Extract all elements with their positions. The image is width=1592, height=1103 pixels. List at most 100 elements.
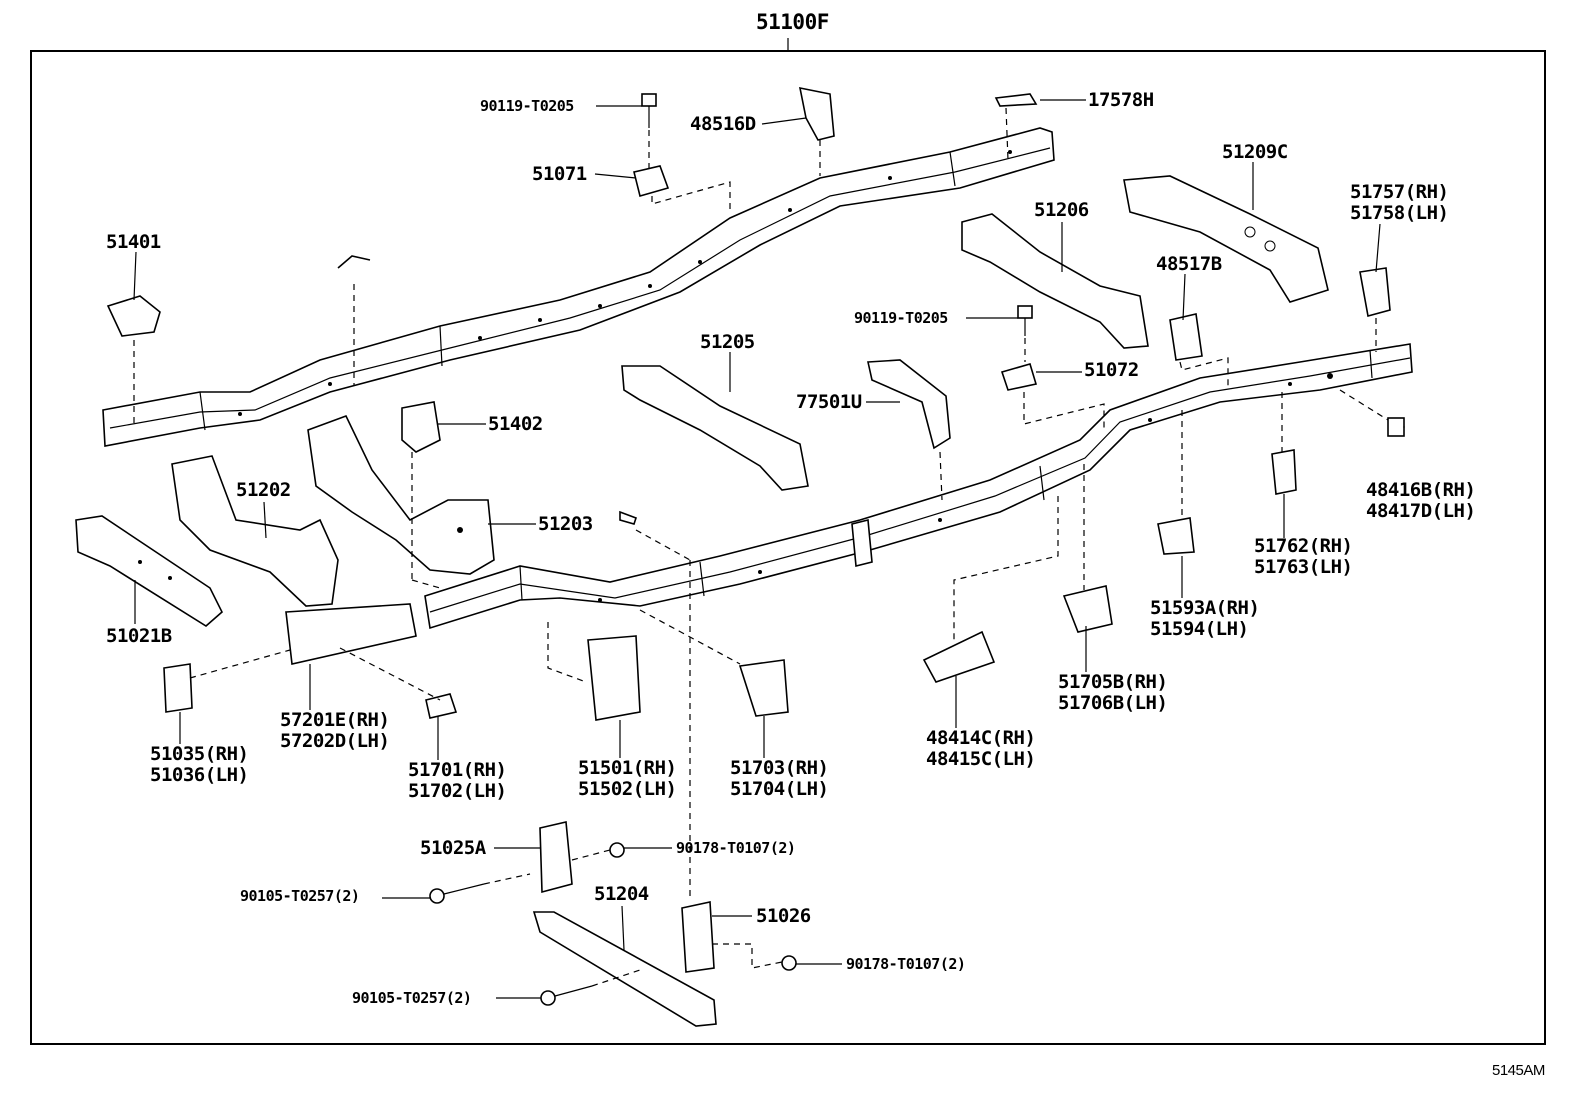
label-51202: 51202 <box>236 479 291 501</box>
label-48416b-48417d: 48416B(RH) 48417D(LH) <box>1366 479 1476 522</box>
label-51501: 51501(RH) <box>578 757 677 779</box>
label-48417d: 48417D(LH) <box>1366 500 1476 522</box>
label-51763: 51763(LH) <box>1254 556 1353 578</box>
bracket-51025a <box>539 821 573 894</box>
label-51701: 51701(RH) <box>408 759 507 781</box>
bracket-51757 <box>1359 267 1391 318</box>
plate-51035 <box>163 663 193 713</box>
label-51036: 51036(LH) <box>150 764 249 786</box>
bracket-48516d <box>798 86 835 141</box>
label-51204: 51204 <box>594 883 649 905</box>
label-51502: 51502(LH) <box>578 778 677 800</box>
label-51402: 51402 <box>488 413 543 435</box>
hook-part <box>337 255 371 269</box>
label-48516d: 48516D <box>690 113 756 135</box>
label-57201e: 57201E(RH) <box>280 709 390 731</box>
label-51705b-51706b: 51705B(RH) 51706B(LH) <box>1058 671 1168 714</box>
crossmember-51209c <box>1123 175 1329 303</box>
crossmember-51202 <box>171 455 339 607</box>
label-51703: 51703(RH) <box>730 757 829 779</box>
label-51757-51758: 51757(RH) 51758(LH) <box>1350 181 1449 224</box>
bolt-90119-mid <box>1017 305 1033 336</box>
label-51035: 51035(RH) <box>150 743 249 765</box>
left-frame-rail <box>102 127 1055 447</box>
label-48414c: 48414C(RH) <box>926 727 1036 749</box>
pin-part <box>619 510 638 525</box>
crossmember-51204 <box>532 911 717 1027</box>
label-51758: 51758(LH) <box>1350 202 1449 224</box>
label-51026: 51026 <box>756 905 811 927</box>
bracket-77501u <box>867 359 951 450</box>
crossmember-51206 <box>961 213 1149 349</box>
label-51704: 51704(LH) <box>730 778 829 800</box>
label-51703-51704: 51703(RH) 51704(LH) <box>730 757 829 800</box>
label-90119-t0205-mid: 90119-T0205 <box>854 309 948 327</box>
label-57202d: 57202D(LH) <box>280 730 390 752</box>
leader-lines <box>133 99 1405 999</box>
alignment-lines <box>133 107 1389 987</box>
plate-17578h <box>994 93 1038 107</box>
label-51071: 51071 <box>532 163 587 185</box>
label-51205: 51205 <box>700 331 755 353</box>
bracket-51762 <box>1271 449 1297 495</box>
label-90105-t0257-b: 90105-T0257(2) <box>352 989 472 1007</box>
label-51705b: 51705B(RH) <box>1058 671 1168 693</box>
bolt-90105-a <box>429 883 485 904</box>
bracket-51026 <box>681 901 715 973</box>
label-51594: 51594(LH) <box>1150 618 1249 640</box>
label-51401: 51401 <box>106 231 161 253</box>
label-90178-t0107-a: 90178-T0107(2) <box>676 839 796 857</box>
label-51025a: 51025A <box>420 837 486 859</box>
right-frame-rail <box>424 343 1413 630</box>
label-17578h: 17578H <box>1088 89 1154 111</box>
label-77501u: 77501U <box>796 391 862 413</box>
bracket-51705b <box>1062 585 1113 633</box>
crossmember-51205 <box>621 365 809 491</box>
nut-90178-a <box>609 842 625 858</box>
nut-90178-b <box>781 955 797 971</box>
bolt-90119-top <box>641 93 657 128</box>
diagram-code: 5145AM <box>1492 1062 1545 1079</box>
crossmember-51203 <box>307 414 495 575</box>
bracket-51703 <box>738 659 789 717</box>
label-48517b: 48517B <box>1156 253 1222 275</box>
label-51035-51036: 51035(RH) 51036(LH) <box>150 743 249 786</box>
bracket-48517b <box>1169 313 1203 361</box>
label-51762: 51762(RH) <box>1254 535 1353 557</box>
label-90119-t0205-top: 90119-T0205 <box>480 97 574 115</box>
label-90178-t0107-b: 90178-T0107(2) <box>846 955 966 973</box>
label-51762-51763: 51762(RH) 51763(LH) <box>1254 535 1353 578</box>
label-48414c-48415c: 48414C(RH) 48415C(LH) <box>926 727 1036 770</box>
label-51706b: 51706B(LH) <box>1058 692 1168 714</box>
label-51206: 51206 <box>1034 199 1089 221</box>
reinforcement-57201e <box>285 603 417 665</box>
label-90105-t0257-a: 90105-T0257(2) <box>240 887 360 905</box>
label-51072: 51072 <box>1084 359 1139 381</box>
label-51593a: 51593A(RH) <box>1150 597 1260 619</box>
bushing-48416b <box>1387 417 1405 437</box>
mount-51072 <box>1000 363 1038 391</box>
label-57201e-57202d: 57201E(RH) 57202D(LH) <box>280 709 390 752</box>
label-51593a-51594: 51593A(RH) 51594(LH) <box>1150 597 1260 640</box>
label-51501-51502: 51501(RH) 51502(LH) <box>578 757 677 800</box>
label-51021b: 51021B <box>106 625 172 647</box>
crossmember-51021b <box>75 515 223 627</box>
bracket-51501 <box>587 635 641 721</box>
mount-51071 <box>633 165 670 197</box>
bracket-51402 <box>401 401 441 453</box>
label-48415c: 48415C(LH) <box>926 748 1036 770</box>
bracket-48414c <box>922 630 996 683</box>
assembly-label: 51100F <box>756 10 829 34</box>
bracket-51593a <box>1157 517 1195 555</box>
label-51203: 51203 <box>538 513 593 535</box>
bracket-51701 <box>425 693 458 719</box>
bracket-51401 <box>106 295 161 337</box>
label-48416b: 48416B(RH) <box>1366 479 1476 501</box>
bolt-90105-b <box>540 985 593 1006</box>
label-51209c: 51209C <box>1222 141 1288 163</box>
label-51702: 51702(LH) <box>408 780 507 802</box>
label-51701-51702: 51701(RH) 51702(LH) <box>408 759 507 802</box>
label-51757: 51757(RH) <box>1350 181 1449 203</box>
